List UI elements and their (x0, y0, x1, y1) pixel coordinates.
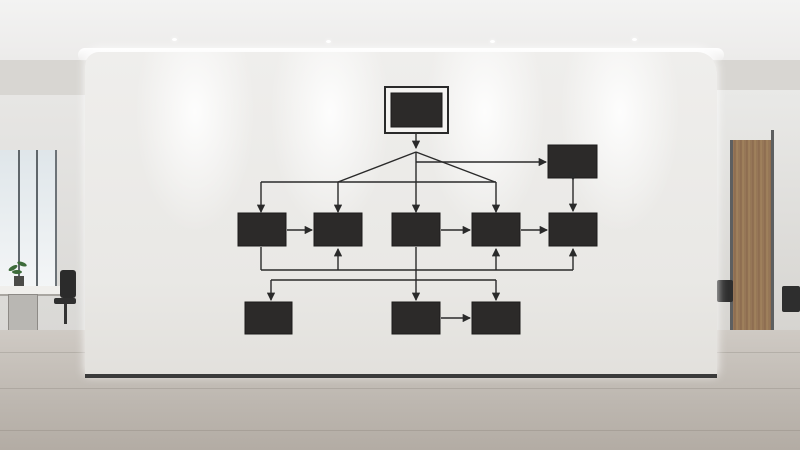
panel-top-right (547, 144, 598, 179)
window-mullion (36, 150, 38, 290)
panel-row2-4 (471, 212, 521, 247)
panel-row2-2 (313, 212, 363, 247)
wall-baseboard (85, 374, 717, 378)
top-panel-screen (390, 92, 443, 128)
plant-leaf (12, 270, 22, 274)
floor-tile-line (0, 430, 800, 431)
office-chair-seat (54, 298, 76, 304)
connector (415, 151, 496, 183)
panel-row2-1 (237, 212, 287, 247)
office-chair (717, 280, 733, 302)
panel-row3-1 (244, 301, 293, 335)
glass-frame (730, 140, 733, 335)
window-mullion (18, 150, 20, 290)
office-chair-back (60, 270, 76, 298)
ceiling-light (326, 40, 331, 43)
office-chair (782, 286, 800, 312)
plant-pot (14, 276, 24, 286)
wood-panel (733, 140, 771, 335)
desk-drawers (8, 294, 38, 336)
connector (337, 151, 417, 183)
ceiling-light (490, 40, 495, 43)
ceiling-light (172, 38, 177, 41)
panel-row3-2 (391, 301, 441, 335)
floor-tile-line (0, 388, 800, 389)
panel-row3-3 (471, 301, 521, 335)
panel-row2-5 (548, 212, 598, 247)
ceiling-light (632, 38, 637, 41)
office-chair-stem (64, 304, 67, 324)
glass-frame (771, 130, 774, 335)
panel-row2-3 (391, 212, 441, 247)
